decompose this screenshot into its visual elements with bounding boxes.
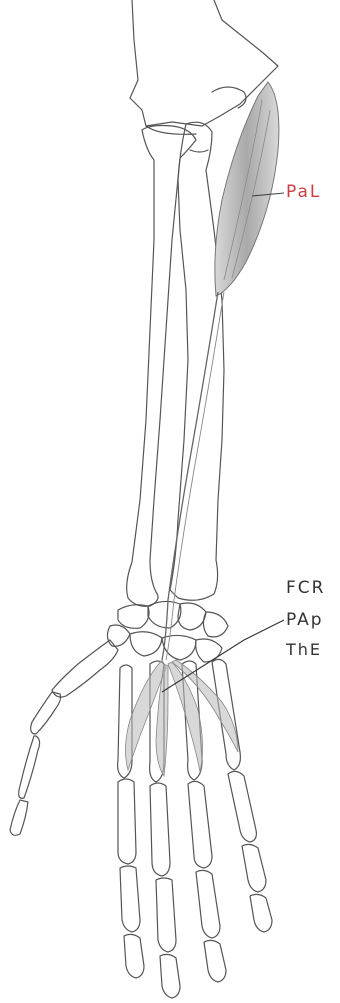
thumb-bones: [10, 640, 118, 835]
humerus-condyle-line: [212, 87, 246, 108]
label-flexor-carpi-radialis: FCR: [286, 578, 325, 598]
label-palmar-aponeurosis: PAp: [286, 610, 324, 630]
ring-finger-bones: [188, 781, 226, 982]
palmaris-longus-tendon: [162, 292, 218, 660]
radius-head-line: [190, 150, 208, 152]
ulna-bone: [127, 126, 196, 607]
middle-finger-bones: [150, 783, 180, 998]
label-palmaris-longus: PaL: [286, 182, 321, 202]
ulna-olecranon: [146, 126, 196, 134]
index-finger-bones: [118, 779, 144, 978]
label-thenar-eminence: ThE: [286, 640, 322, 659]
little-finger-bones: [228, 771, 272, 932]
palmar-aponeurosis: [125, 660, 238, 776]
